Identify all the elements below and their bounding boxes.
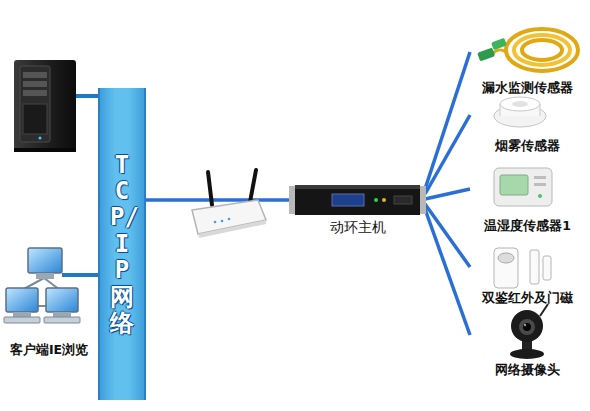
client-computers: [13, 312, 31, 317]
wireless-router: [214, 221, 217, 224]
node-label: 网络摄像头: [470, 362, 585, 378]
leak-sensor: [491, 38, 507, 50]
client-computers: [6, 288, 38, 312]
rack-host: [374, 198, 378, 202]
server-tower: [23, 90, 47, 96]
pir-and-door-sensor: [498, 253, 514, 263]
rack-host: [394, 196, 412, 204]
client-computers: [4, 317, 40, 323]
network-camera: [511, 310, 543, 342]
client-computers: [4, 248, 80, 323]
rack-host: [295, 185, 420, 215]
sensor-node: 漏水监测传感器: [470, 24, 585, 96]
leak-sensor: [514, 35, 570, 65]
network-wire: [62, 273, 98, 277]
server-tower: [14, 60, 76, 152]
smoke-sensor: [512, 101, 528, 107]
sensor-node: 温湿度传感器1: [470, 160, 585, 234]
node-label: 双鉴红外及门磁: [470, 290, 585, 306]
temp-humidity-sensor: [538, 194, 542, 198]
rack-host: [332, 194, 364, 206]
host-node: 动环主机: [290, 183, 425, 237]
leak-sensor: [477, 29, 578, 71]
leak-sensor: [522, 40, 562, 60]
rack-host: [420, 186, 426, 214]
wireless-router: [198, 220, 266, 238]
server-tower: [39, 137, 42, 140]
rack-host: [295, 185, 420, 189]
smoke-sensor: [500, 97, 540, 111]
rack-host: [382, 198, 386, 202]
network-camera: [523, 323, 531, 331]
client-computers: [36, 273, 54, 279]
leak-sensor: [506, 29, 578, 71]
wireless-router: [208, 172, 212, 205]
client-computers: [44, 317, 80, 323]
node-label: 客户端IE浏览: [2, 342, 96, 358]
connector-line: [425, 115, 470, 194]
network-wire: [76, 94, 98, 98]
node-label: 烟雾传感器: [470, 138, 585, 154]
connector-line: [425, 189, 470, 199]
rack-host: [289, 186, 295, 214]
sensor-node: 烟雾传感器: [470, 92, 585, 154]
network-camera: [510, 304, 548, 359]
node-label: 漏水监测传感器: [470, 80, 585, 96]
server-tower: [14, 148, 76, 152]
sensor-node: 双鉴红外及门磁: [470, 244, 585, 306]
client-node: 客户端IE浏览: [2, 240, 96, 358]
pir-and-door-sensor: [494, 248, 551, 288]
connector-line: [425, 204, 470, 267]
server-tower: [14, 60, 76, 150]
network-band: TCP/IP网络: [98, 88, 146, 400]
temp-humidity-sensor: [494, 168, 552, 206]
network-camera: [519, 319, 535, 335]
wireless-router: [250, 170, 256, 202]
server-tower: [23, 104, 47, 134]
client-computers: [46, 288, 78, 312]
temp-humidity-sensor: [500, 175, 528, 195]
smoke-sensor: [494, 97, 546, 127]
server-tower: [23, 81, 47, 87]
wireless-router: [192, 170, 266, 238]
wireless-router: [221, 220, 224, 223]
pir-and-door-sensor: [530, 250, 539, 284]
client-computers: [28, 248, 62, 273]
server-tower: [23, 72, 47, 78]
network-camera: [524, 324, 526, 326]
connector-line: [425, 209, 470, 335]
wireless-router: [228, 218, 231, 221]
client-computers: [53, 312, 71, 317]
node-label: 动环主机: [290, 219, 425, 237]
temp-humidity-sensor: [534, 176, 546, 179]
pir-and-door-sensor: [494, 248, 518, 288]
pir-and-door-sensor: [543, 256, 551, 280]
temp-humidity-sensor: [534, 183, 546, 186]
sensor-node: 网络摄像头: [470, 308, 585, 378]
smoke-sensor: [540, 104, 541, 116]
server-tower: [20, 66, 50, 142]
rack-host: [289, 185, 426, 215]
network-camera: [510, 349, 544, 359]
node-label: 温湿度传感器1: [470, 218, 585, 234]
network-camera: [540, 304, 548, 316]
connector-line: [425, 52, 470, 189]
temp-humidity-sensor: [494, 168, 552, 206]
band-label: TCP/IP网络: [110, 152, 134, 337]
leak-sensor: [477, 48, 495, 62]
smoke-sensor: [500, 104, 501, 116]
connector-line: [146, 198, 290, 202]
